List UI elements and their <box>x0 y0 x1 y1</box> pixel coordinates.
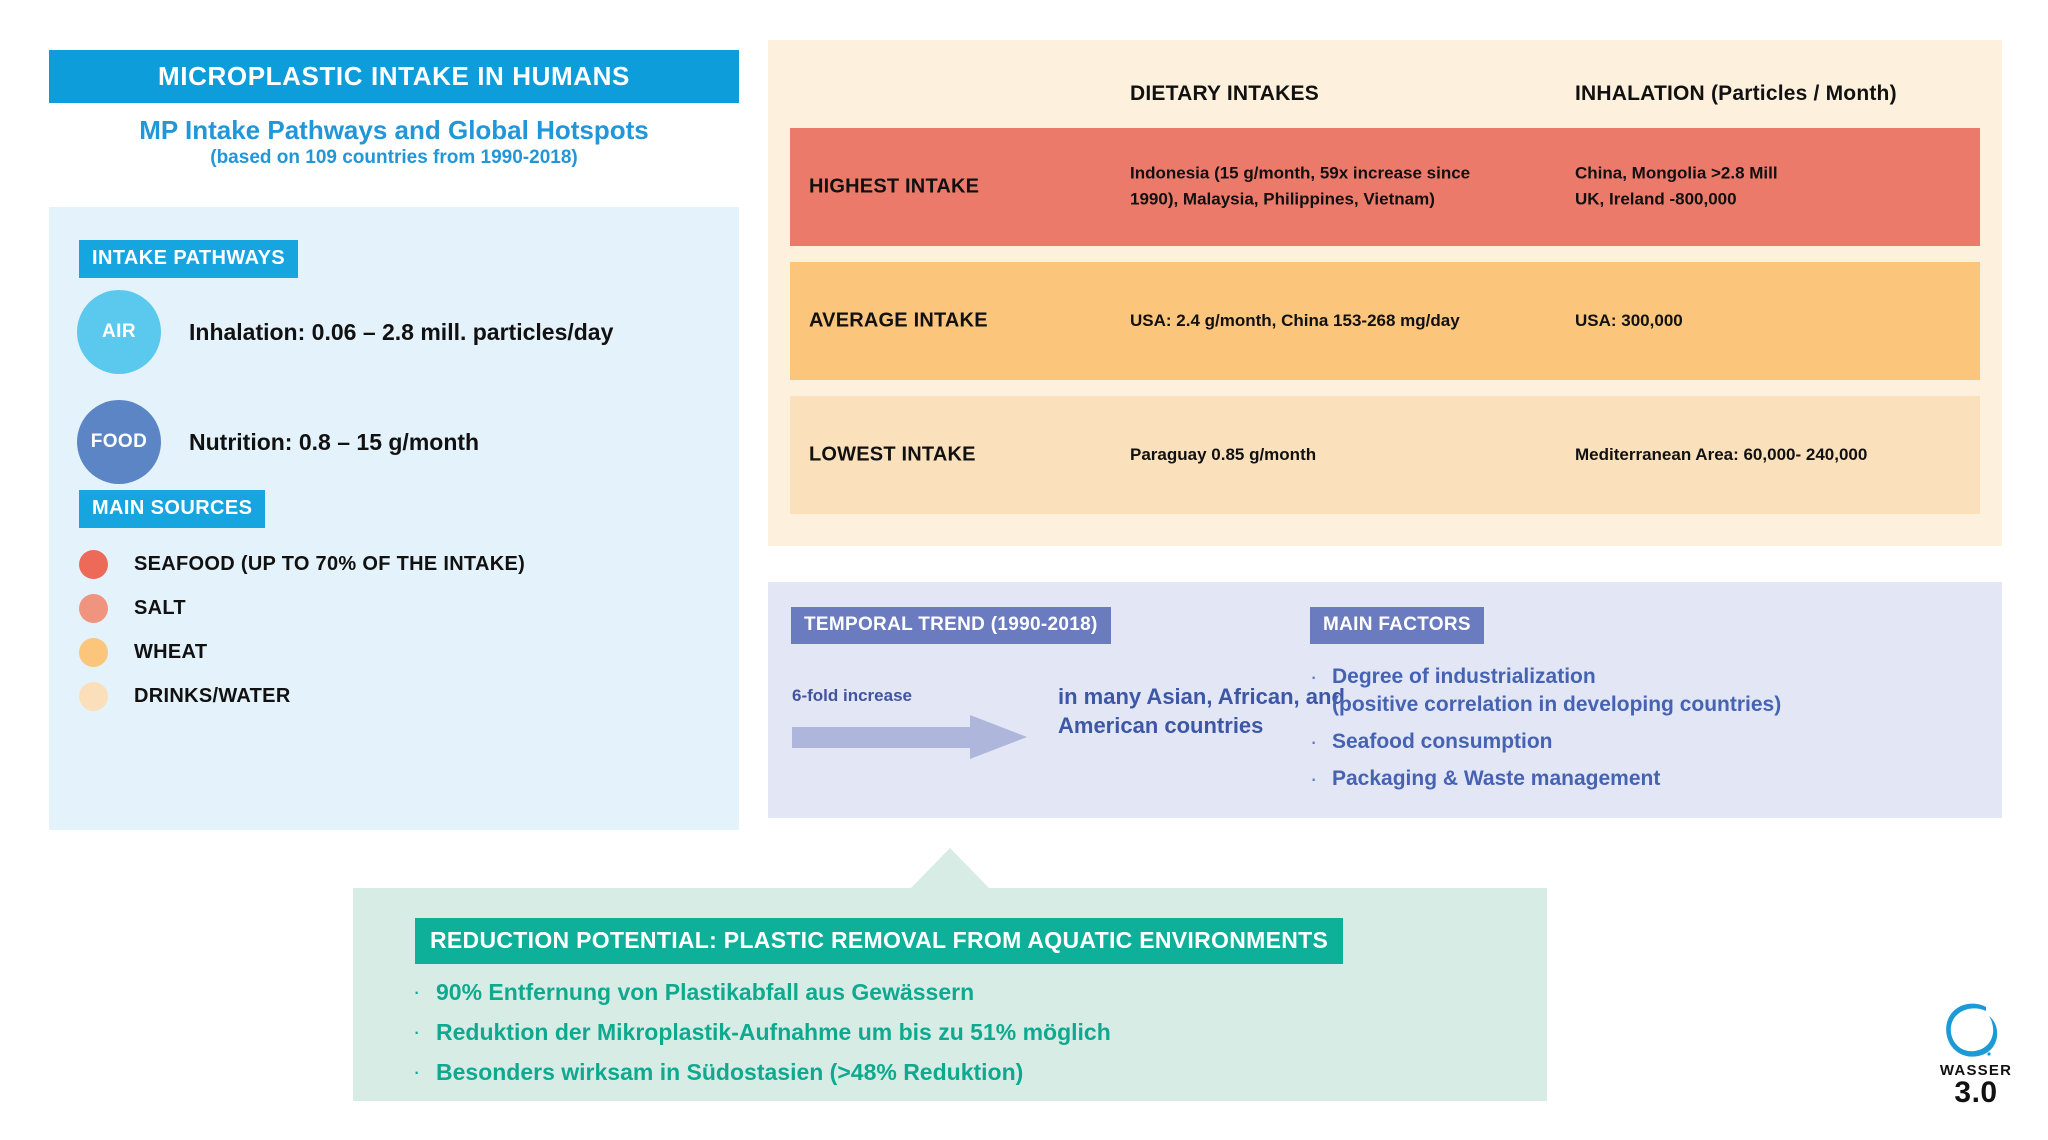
list-item: DRINKS/WATER <box>79 674 525 718</box>
cell-lowest-inhalation: Mediterranean Area: 60,000- 240,000 <box>1575 444 1868 464</box>
trend-statement: in many Asian, African, and American cou… <box>1058 684 1345 739</box>
intake-comparison-table: DIETARY INTAKES INHALATION (Particles / … <box>768 40 2002 546</box>
bullet-icon: · <box>1310 766 1318 792</box>
cell-average-dietary: USA: 2.4 g/month, China 153-268 mg/day <box>1130 310 1460 330</box>
food-circle-label: FOOD <box>90 431 148 452</box>
bullet-icon: · <box>413 979 421 1004</box>
subtitle-block: MP Intake Pathways and Global Hotspots (… <box>49 115 739 171</box>
arrow-label-six-fold-increase: 6-fold increase <box>792 686 912 705</box>
bullet-icon: · <box>1310 664 1318 689</box>
factor-text-industrialization: Degree of industrialization (positive co… <box>1332 665 1782 716</box>
bullet-icon: · <box>413 1018 421 1044</box>
page-title: MICROPLASTIC INTAKE IN HUMANS <box>158 61 630 91</box>
left-panel: MICROPLASTIC INTAKE IN HUMANS MP Intake … <box>49 50 739 830</box>
pathway-row-food: FOOD Nutrition: 0.8 – 15 g/month <box>77 400 479 484</box>
logo-wordmark: WASSER <box>1939 1062 2013 1079</box>
left-panel-body: INTAKE PATHWAYS AIR Inhalation: 0.06 – 2… <box>49 207 739 830</box>
food-circle-icon: FOOD <box>77 400 161 484</box>
air-circle-icon: AIR <box>77 290 161 374</box>
source-color-dot-salt <box>79 593 108 623</box>
list-item: SEAFOOD (UP TO 70% OF THE INTAKE) <box>79 542 525 586</box>
callout-pointer-triangle <box>910 848 990 889</box>
factor-text-seafood: Seafood consumption <box>1332 729 1553 753</box>
subtitle-secondary: (based on 109 countries from 1990-2018) <box>210 147 578 169</box>
reduction-item-3: Besonders wirksam in Südostasien (>48% R… <box>436 1058 1024 1085</box>
table-row: AVERAGE INTAKE USA: 2.4 g/month, China 1… <box>790 262 1980 380</box>
reduction-potential-heading-bar: REDUCTION POTENTIAL: PLASTIC REMOVAL FRO… <box>415 918 1344 964</box>
column-header-inhalation: INHALATION (Particles / Month) <box>1575 82 1897 105</box>
source-label-drinks-water: DRINKS/WATER <box>134 684 291 707</box>
list-item: · Reduktion der Mikroplastik-Aufnahme um… <box>413 1018 1111 1048</box>
temporal-trend-heading: TEMPORAL TREND (1990-2018) <box>791 607 1111 644</box>
source-color-dot-wheat <box>79 637 108 667</box>
reduction-potential-title: REDUCTION POTENTIAL: PLASTIC REMOVAL FRO… <box>430 927 1329 953</box>
pathway-food-text: Nutrition: 0.8 – 15 g/month <box>189 428 480 455</box>
main-sources-list: SEAFOOD (UP TO 70% OF THE INTAKE) SALT W… <box>79 542 525 718</box>
source-label-seafood: SEAFOOD (UP TO 70% OF THE INTAKE) <box>134 552 526 575</box>
main-factors-list: · Degree of industrialization (positive … <box>1310 663 1970 803</box>
column-header-dietary-intakes: DIETARY INTAKES <box>1130 82 1319 105</box>
list-item: · Seafood consumption <box>1310 728 1970 757</box>
brush-circle-icon <box>1946 1003 1998 1057</box>
factor-text-packaging: Packaging & Waste management <box>1332 767 1661 791</box>
trend-and-factors-panel: TEMPORAL TREND (1990-2018) 6-fold increa… <box>768 582 2002 818</box>
cell-highest-dietary: Indonesia (15 g/month, 59x increase sinc… <box>1130 163 1471 209</box>
reduction-potential-list: · 90% Entfernung von Plastikabfall aus G… <box>413 978 1111 1098</box>
reduction-potential-panel: REDUCTION POTENTIAL: PLASTIC REMOVAL FRO… <box>353 888 1547 1101</box>
list-item: · Besonders wirksam in Südostasien (>48%… <box>413 1058 1111 1088</box>
row-label-average-intake: AVERAGE INTAKE <box>809 309 988 332</box>
wasser-3-0-logo: WASSER 3.0 <box>1928 1000 2024 1110</box>
reduction-item-1: 90% Entfernung von Plastikabfall aus Gew… <box>436 979 975 1005</box>
source-label-wheat: WHEAT <box>134 640 208 663</box>
air-circle-label: AIR <box>102 321 136 342</box>
list-item: WHEAT <box>79 630 525 674</box>
source-color-dot-drinks-water <box>79 681 108 711</box>
pathway-air-text: Inhalation: 0.06 – 2.8 mill. particles/d… <box>189 318 614 345</box>
pathway-row-air: AIR Inhalation: 0.06 – 2.8 mill. particl… <box>77 290 613 374</box>
cell-average-inhalation: USA: 300,000 <box>1575 310 1683 330</box>
logo-version: 3.0 <box>1954 1076 1998 1109</box>
right-arrow-icon <box>792 715 1027 759</box>
row-label-highest-intake: HIGHEST INTAKE <box>809 175 980 198</box>
source-label-salt: SALT <box>134 596 186 619</box>
main-sources-heading: MAIN SOURCES <box>79 490 266 528</box>
intake-pathways-heading: INTAKE PATHWAYS <box>79 240 299 278</box>
bullet-icon: · <box>1310 728 1318 754</box>
bullet-icon: · <box>413 1058 421 1084</box>
source-color-dot-seafood <box>79 549 108 579</box>
main-title-bar: MICROPLASTIC INTAKE IN HUMANS <box>49 50 739 103</box>
list-item: · Packaging & Waste management <box>1310 765 1970 794</box>
list-item: SALT <box>79 586 525 630</box>
list-item: · Degree of industrialization (positive … <box>1310 663 1970 719</box>
table-row: HIGHEST INTAKE Indonesia (15 g/month, 59… <box>790 128 1980 246</box>
cell-highest-inhalation: China, Mongolia >2.8 Mill UK, Ireland -8… <box>1575 163 1778 209</box>
list-item: · 90% Entfernung von Plastikabfall aus G… <box>413 978 1111 1008</box>
table-row: LOWEST INTAKE Paraguay 0.85 g/month Medi… <box>790 396 1980 514</box>
row-label-lowest-intake: LOWEST INTAKE <box>809 443 976 466</box>
subtitle-primary: MP Intake Pathways and Global Hotspots <box>139 115 649 145</box>
main-factors-heading: MAIN FACTORS <box>1310 607 1484 644</box>
reduction-item-2: Reduktion der Mikroplastik-Aufnahme um b… <box>436 1018 1111 1045</box>
cell-lowest-dietary: Paraguay 0.85 g/month <box>1130 444 1317 464</box>
